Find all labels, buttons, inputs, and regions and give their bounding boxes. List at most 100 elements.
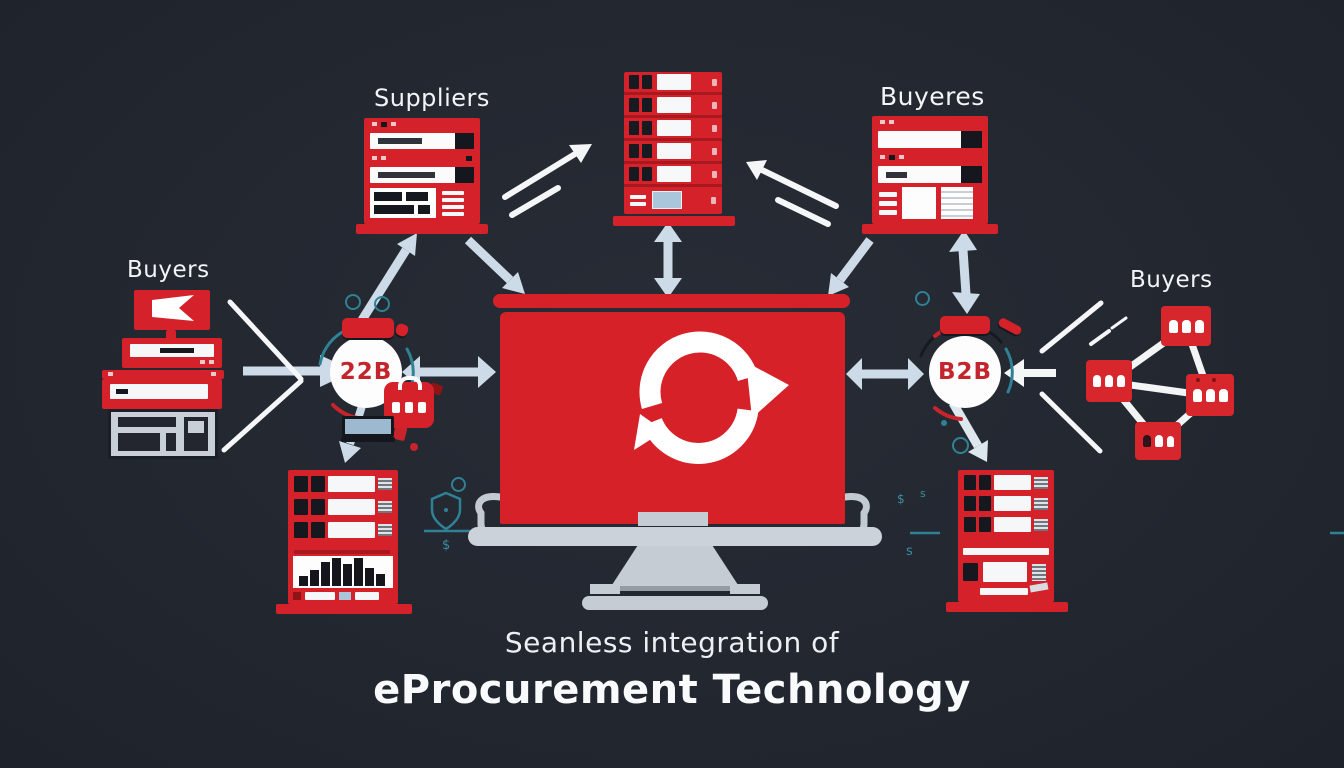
bag-handle bbox=[398, 376, 422, 390]
buyeres-body bbox=[872, 116, 988, 224]
building-base bbox=[276, 604, 412, 614]
buyeres-base bbox=[862, 224, 998, 234]
server-right-base bbox=[946, 602, 1068, 612]
label-buyers-left: Buyers bbox=[127, 257, 210, 283]
network-node-icon bbox=[1086, 360, 1132, 402]
bar-chart-icon bbox=[299, 558, 385, 586]
building-divider bbox=[294, 550, 390, 554]
row-marks bbox=[364, 152, 480, 164]
titlebar-marks bbox=[872, 116, 988, 128]
arrow-buyeres-to-monitor bbox=[828, 237, 874, 296]
teal-circle bbox=[915, 291, 930, 306]
arrow-white-topright bbox=[746, 160, 839, 227]
server-row bbox=[624, 141, 722, 164]
stand-foot-right bbox=[730, 584, 760, 594]
buyers-left-stack-icon bbox=[100, 288, 225, 460]
search-bar bbox=[370, 167, 474, 183]
label-suppliers: Suppliers bbox=[374, 84, 490, 112]
flag-glyph bbox=[152, 295, 194, 321]
cross-lines-left bbox=[221, 299, 304, 453]
teal-dashes bbox=[424, 529, 1344, 535]
network-node-icon bbox=[1186, 374, 1234, 416]
search-bar bbox=[878, 131, 982, 148]
building-row bbox=[294, 474, 392, 493]
building-chart-icon bbox=[276, 466, 412, 616]
central-server-rack-icon bbox=[613, 70, 735, 226]
hub-left-label: 22B bbox=[339, 359, 393, 385]
footer-slant bbox=[1029, 582, 1049, 593]
server-base bbox=[613, 216, 735, 226]
buyers-strip bbox=[102, 370, 224, 379]
dollar-glyph-right: $ bbox=[897, 492, 905, 506]
monitor-icon bbox=[460, 290, 890, 612]
chart-panel bbox=[293, 556, 393, 588]
titlebar-marks bbox=[364, 118, 480, 130]
dollar-glyph-left: $ bbox=[442, 538, 451, 553]
teal-circle bbox=[952, 437, 969, 454]
hub-right-label: B2B bbox=[937, 359, 993, 385]
dark-grid-panel bbox=[370, 188, 436, 218]
network-node-icon bbox=[1161, 306, 1211, 346]
arrow-white-into-hubright bbox=[1004, 359, 1056, 387]
suppliers-base bbox=[356, 224, 488, 234]
row-marks bbox=[872, 151, 988, 163]
buyers-bar-2 bbox=[102, 379, 222, 409]
server-row bbox=[624, 164, 722, 187]
label-buyeres: Buyeres bbox=[880, 82, 985, 111]
teal-circle bbox=[451, 477, 466, 492]
cross-lines-right bbox=[1039, 300, 1128, 454]
server-right-body bbox=[958, 470, 1054, 602]
arrow-hubleft-to-suppliers bbox=[358, 233, 417, 323]
search-bar bbox=[878, 166, 982, 183]
teal-circle bbox=[345, 294, 361, 310]
mid-row bbox=[963, 562, 1046, 582]
list-lines bbox=[442, 188, 464, 218]
teal-circle bbox=[374, 296, 390, 312]
server-row bbox=[624, 118, 722, 141]
shield-icon bbox=[430, 491, 462, 531]
hub-right-circle: B2B bbox=[929, 336, 1001, 408]
building-row bbox=[294, 520, 392, 539]
server-row bbox=[964, 495, 1048, 512]
stand-seam bbox=[605, 586, 745, 591]
caption: Seanless integration of eProcurement Tec… bbox=[0, 626, 1344, 713]
server-screen bbox=[652, 191, 682, 209]
building-row bbox=[294, 497, 392, 516]
storefront-window-icon bbox=[108, 409, 218, 459]
server-body bbox=[624, 72, 722, 214]
server-row bbox=[624, 95, 722, 118]
server-console-row bbox=[624, 187, 722, 213]
label-buyers-right: Buyers bbox=[1130, 267, 1213, 293]
server-right-icon bbox=[946, 464, 1068, 612]
server-row bbox=[964, 516, 1048, 533]
monitor-chin bbox=[638, 512, 708, 526]
arrow-white-topleft bbox=[502, 144, 592, 218]
network-node-icon bbox=[1135, 422, 1181, 460]
hub-right-cap bbox=[940, 316, 990, 334]
list-lines bbox=[879, 187, 897, 219]
suppliers-body bbox=[364, 118, 480, 224]
document-panel bbox=[902, 187, 936, 219]
suppliers-window-icon bbox=[356, 118, 488, 242]
arrow-suppliers-to-monitor bbox=[464, 236, 525, 294]
caption-line-1: Seanless integration of bbox=[504, 626, 840, 659]
arrow-server-monitor-double bbox=[654, 222, 682, 298]
server-row bbox=[624, 72, 722, 95]
monitor-base bbox=[582, 596, 768, 610]
hub-left-cap bbox=[342, 318, 394, 338]
s-glyph-right-top: s bbox=[920, 487, 926, 500]
buyers-bar-1 bbox=[122, 338, 222, 368]
sync-icon bbox=[634, 331, 789, 464]
wide-divider-bar bbox=[963, 548, 1049, 555]
search-bar bbox=[370, 133, 474, 149]
footer-bar bbox=[980, 588, 1028, 595]
flag-sign-icon bbox=[134, 290, 210, 330]
buyeres-window-icon bbox=[862, 116, 998, 242]
flag-pole bbox=[166, 330, 176, 339]
red-dot bbox=[410, 443, 418, 451]
document-panel-lined bbox=[941, 187, 973, 219]
caption-line-2: eProcurement Technology bbox=[373, 667, 971, 713]
hub-left-circle: 22B bbox=[330, 336, 402, 408]
